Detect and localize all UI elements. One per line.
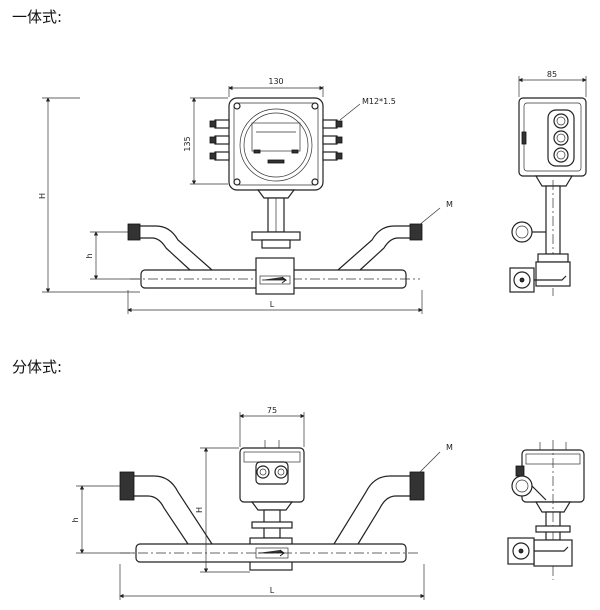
split-right-tube-lower: [357, 495, 410, 545]
display-key-right: [291, 149, 299, 154]
mounting-flange: [251, 231, 301, 241]
display-key-left: [253, 149, 261, 154]
housing-bolt: [311, 178, 319, 186]
right-tube-upper: [337, 225, 410, 271]
display-key-center: [267, 159, 285, 164]
split-right-tube-upper: [333, 475, 410, 545]
display-ring-outer: [239, 108, 313, 182]
cable-glands-right: [322, 119, 343, 161]
split-dim-length: L: [270, 586, 275, 595]
right-thread: [409, 223, 423, 241]
display-ring-inner: [243, 112, 309, 178]
split-dim-total-height: H: [195, 507, 204, 513]
split-side-view: [507, 440, 585, 580]
integrated-side-view: 85: [509, 70, 587, 296]
split-left-thread: [119, 471, 135, 501]
split-left-tube-lower: [134, 495, 189, 545]
housing-neck: [256, 189, 296, 199]
side-tube-end-upper: [511, 221, 533, 243]
dim-center-height: h: [85, 253, 94, 258]
housing-bolt: [233, 178, 241, 186]
split-pipe-thread-label: M: [446, 443, 453, 452]
left-thread: [127, 223, 141, 241]
split-left-tube-upper: [134, 475, 213, 545]
dim-length: L: [270, 300, 275, 309]
dim-total-height: H: [38, 193, 47, 199]
dim-width-130: 130: [268, 77, 283, 86]
housing-bolt: [233, 102, 241, 110]
pipe-thread-label: M: [446, 200, 453, 209]
split-front-view: 75 H h M L: [71, 406, 453, 600]
display-window: [251, 122, 301, 152]
thread-label-m12: M12*1.5: [362, 97, 396, 106]
split-right-thread: [409, 471, 425, 501]
heading-split: 分体式:: [12, 358, 63, 376]
cable-glands-left: [209, 119, 230, 161]
left-tube-upper: [140, 225, 213, 271]
right-tube-lower: [359, 237, 410, 271]
dim-side-width-85: 85: [547, 70, 557, 79]
split-dim-center-height: h: [71, 517, 80, 522]
split-side-tube-end-upper: [511, 475, 533, 497]
dim-height-135: 135: [183, 136, 192, 151]
left-tube-lower: [140, 237, 191, 271]
heading-integrated: 一体式:: [12, 8, 63, 26]
split-dim-width-75: 75: [267, 406, 277, 415]
housing-bolt: [311, 102, 319, 110]
integrated-front-view: 130 135 M12*1.5 M H h L: [38, 77, 453, 314]
housing-inner-border: [233, 102, 319, 186]
converter-housing: [228, 97, 324, 191]
